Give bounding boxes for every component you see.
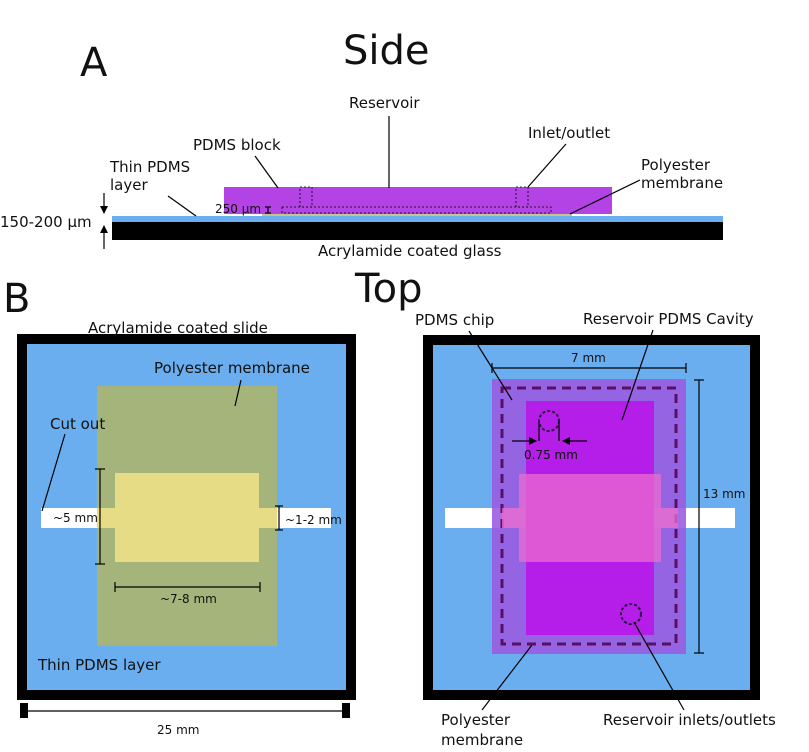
reservoir-cavity-label: Reservoir PDMS Cavity <box>583 310 754 328</box>
membrane-label-right-1: Polyester <box>441 711 511 729</box>
outlet-hole-bottom <box>620 603 642 625</box>
acrylamide-glass-slab <box>112 222 723 240</box>
gap-250-label: 250 µm <box>215 202 261 216</box>
polyester-label-1: Polyester <box>641 156 711 174</box>
pdms-chip-label: PDMS chip <box>415 311 494 329</box>
thin-pdms-layer <box>112 216 723 222</box>
length-7-8mm-label: ~7-8 mm <box>160 592 217 606</box>
cut-out-area <box>97 473 277 562</box>
thin-pdms-label-1: Thin PDMS <box>109 158 190 176</box>
cut-out-area-right <box>502 474 678 562</box>
pdms-block-side <box>224 187 612 214</box>
polyester-label-2: membrane <box>641 174 723 192</box>
panel-b-title: Top <box>354 266 423 312</box>
thin-pdms-label-2: layer <box>110 176 148 194</box>
width-1-2mm-label: ~1-2 mm <box>285 513 342 527</box>
panel-a-letter: A <box>80 40 108 86</box>
pdms-block-label: PDMS block <box>193 136 281 154</box>
inlet-left-outline <box>299 186 313 208</box>
inlet-outlet-label: Inlet/outlet <box>528 124 610 142</box>
membrane-label-left: Polyester membrane <box>154 359 310 377</box>
panel-b-top-view: B Top Acrylamide coated slide Polyester … <box>3 266 776 749</box>
panel-a-side-view: A Side 250 µm Reservoir PDMS block Inlet… <box>0 28 723 260</box>
length-13mm-label: 13 mm <box>703 487 745 501</box>
inlets-label: Reservoir inlets/outlets <box>603 711 776 729</box>
inlet-right-outline <box>515 186 529 208</box>
width-7mm-label: 7 mm <box>571 351 606 365</box>
width-5mm-label: ~5 mm <box>53 511 98 525</box>
panel-b-letter: B <box>3 276 30 322</box>
thin-pdms-label-left: Thin PDMS layer <box>37 656 161 674</box>
reservoir-outline <box>281 206 552 214</box>
slide-label-left: Acrylamide coated slide <box>88 319 268 337</box>
hole-075-label: 0.75 mm <box>524 448 578 462</box>
thickness-label: 150-200 µm <box>0 213 92 231</box>
reservoir-label: Reservoir <box>349 94 420 112</box>
membrane-label-right-2: membrane <box>441 731 523 749</box>
left-top-view: Acrylamide coated slide Polyester membra… <box>17 319 356 737</box>
glass-label: Acrylamide coated glass <box>318 242 502 260</box>
panel-a-title: Side <box>343 28 430 74</box>
scale-25mm-label: 25 mm <box>157 723 199 737</box>
cut-out-label: Cut out <box>50 415 105 433</box>
right-top-view: 7 mm 13 mm 0.75 mm PDMS chip Reservoir P… <box>415 310 776 749</box>
